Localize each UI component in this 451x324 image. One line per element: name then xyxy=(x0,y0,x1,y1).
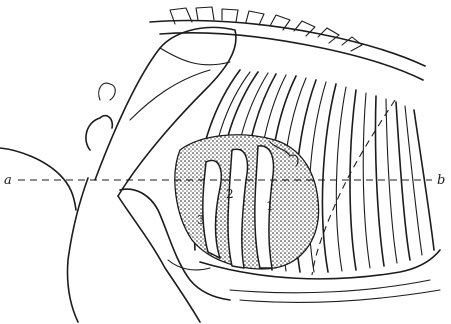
heart-region xyxy=(175,135,319,269)
spine xyxy=(150,7,425,80)
region-number-2: 2 xyxy=(226,187,234,201)
region-number-3: 3 xyxy=(197,213,205,227)
label-b: b xyxy=(437,173,445,188)
label-a: a xyxy=(4,173,12,188)
region-number-1: 1 xyxy=(266,199,274,213)
